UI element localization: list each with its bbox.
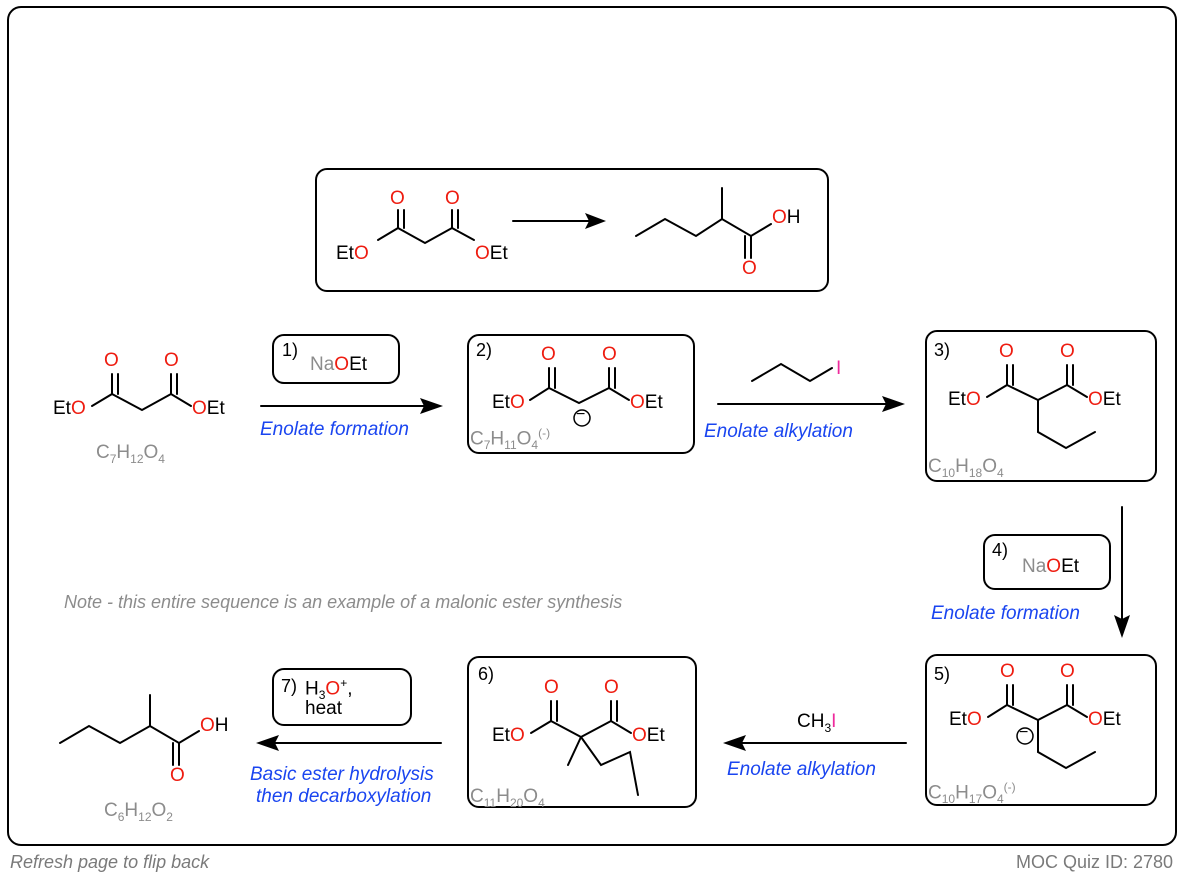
step7-number: 7)	[281, 676, 298, 696]
step5to6-caption: Enolate alkylation	[727, 759, 876, 780]
sm-formula: C7H12O4	[96, 442, 165, 466]
top-right-oh: OH	[772, 207, 801, 228]
step3-box	[925, 330, 1157, 482]
top-left-oet: OEt	[475, 243, 508, 264]
step4-caption: Enolate formation	[931, 603, 1080, 624]
step7-reagent-box	[272, 668, 412, 726]
step6-formula: C11H20O4	[470, 786, 545, 810]
step6-carbonyl-o1: O	[544, 677, 559, 698]
step6-oet: OEt	[632, 725, 665, 746]
step3-oet: OEt	[1088, 389, 1121, 410]
note-text: Note - this entire sequence is an exampl…	[64, 592, 623, 612]
step3-carbonyl-o2: O	[1060, 341, 1075, 362]
step5-formula: C10H17O4(-)	[928, 780, 1016, 807]
step2-oet: OEt	[630, 392, 663, 413]
outer-frame	[7, 6, 1177, 846]
step5-carbonyl-o1: O	[1000, 661, 1015, 682]
step4-reagent: NaOEt	[1022, 556, 1080, 577]
step3-eto: EtO	[948, 389, 981, 410]
step2-box	[467, 334, 695, 454]
sm-eto: EtO	[53, 398, 86, 419]
step2-minus-sign: −	[576, 406, 586, 423]
step1-reagent: NaOEt	[310, 354, 368, 375]
step1-reagent-box	[272, 334, 400, 384]
step2-eto: EtO	[492, 392, 525, 413]
step3-carbonyl-o1: O	[999, 341, 1014, 362]
step3-formula: C10H18O4	[928, 456, 1004, 480]
top-left-eto: EtO	[336, 243, 369, 264]
top-right-carbonyl-o: O	[742, 258, 757, 279]
step2-carbonyl-o1: O	[541, 344, 556, 365]
step7-reagent-heat: heat	[305, 698, 342, 719]
propyl-iodide-i: I	[836, 358, 842, 379]
step6-carbonyl-o2: O	[604, 677, 619, 698]
step4-reagent-box	[983, 534, 1111, 590]
step6-number: 6)	[478, 664, 495, 684]
step2-carbonyl-o2: O	[602, 344, 617, 365]
top-left-carbonyl-o2: O	[445, 188, 460, 209]
top-left-carbonyl-o1: O	[390, 188, 405, 209]
step7-caption-line1: Basic ester hydrolysis	[250, 764, 434, 785]
step2-number: 2)	[476, 340, 493, 360]
step5-box	[925, 654, 1157, 806]
step1-number: 1)	[282, 340, 299, 360]
step5-eto: EtO	[949, 709, 982, 730]
step5-carbonyl-o2: O	[1060, 661, 1075, 682]
step3-number: 3)	[934, 340, 951, 360]
step1-caption: Enolate formation	[260, 419, 409, 440]
product-formula: C6H12O2	[104, 800, 173, 824]
sm-carbonyl-o1: O	[104, 350, 119, 371]
target-transformation-box	[315, 168, 829, 292]
sm-oet: OEt	[192, 398, 225, 419]
step7-reagent-line1: H3O+,	[305, 676, 353, 703]
step7-caption-line2: then decarboxylation	[256, 786, 432, 807]
step5-minus-sign: −	[1019, 724, 1029, 741]
footer-refresh-link[interactable]: Refresh page to flip back	[10, 852, 210, 872]
step2to3-caption: Enolate alkylation	[704, 421, 853, 442]
footer-quiz-id: MOC Quiz ID: 2780	[1016, 852, 1174, 872]
product-oh: OH	[200, 715, 229, 736]
step5-oet: OEt	[1088, 709, 1121, 730]
step6-eto: EtO	[492, 725, 525, 746]
sm-carbonyl-o2: O	[164, 350, 179, 371]
step4-number: 4)	[992, 540, 1009, 560]
product-carbonyl-o: O	[170, 765, 185, 786]
step6-box	[467, 656, 697, 808]
step5to6-reagent: CH3I	[797, 711, 837, 735]
step5-number: 5)	[934, 664, 951, 684]
step2-formula: C7H11O4(-)	[470, 426, 551, 453]
